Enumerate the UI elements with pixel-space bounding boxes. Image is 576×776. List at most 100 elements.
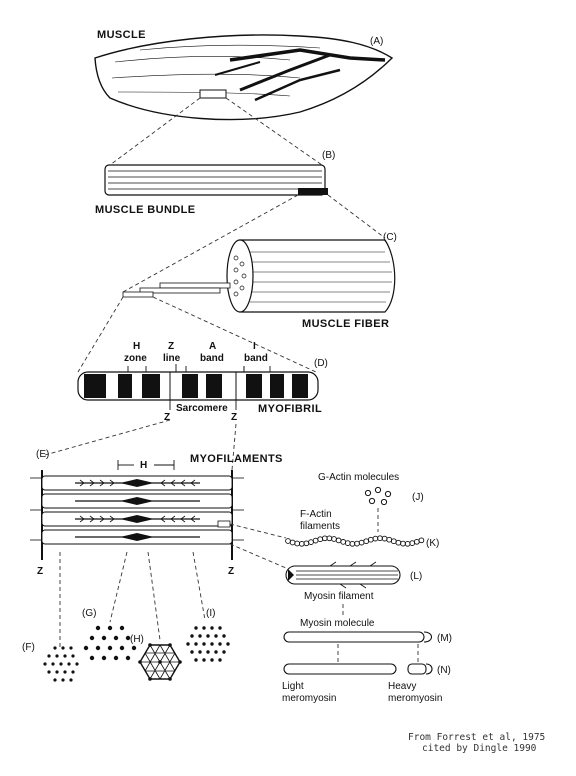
marker-e: (E) xyxy=(36,449,49,460)
label-z-right: Z xyxy=(231,412,237,423)
actin-bead xyxy=(312,537,319,544)
actin-bead xyxy=(381,535,388,542)
label-z-line-1: Z xyxy=(168,341,174,352)
marker-b: (B) xyxy=(322,150,335,161)
label-myofilaments: MYOFILAMENTS xyxy=(190,453,283,465)
actin-bead xyxy=(321,535,328,542)
label-f-actin-2: filaments xyxy=(300,521,340,532)
actin-bead xyxy=(372,535,379,542)
actin-bead xyxy=(349,540,356,547)
myosin-molecule-illustration xyxy=(283,631,433,643)
cross-section-h xyxy=(138,643,182,681)
connector-e-i xyxy=(192,551,206,621)
marker-f: (F) xyxy=(22,642,35,653)
actin-bead xyxy=(289,539,296,546)
actin-bead xyxy=(285,538,291,544)
g-actin-molecules xyxy=(364,486,392,506)
marker-a: (A) xyxy=(370,36,383,47)
actin-bead xyxy=(390,538,397,545)
marker-j: (J) xyxy=(412,492,424,503)
label-light-meromyosin-2: meromyosin xyxy=(282,693,336,704)
connector-c-d-left xyxy=(77,296,124,373)
label-i-band-2: band xyxy=(244,353,268,364)
citation-line-1: From Forrest et al, 1975 xyxy=(408,732,545,743)
label-z-left: Z xyxy=(164,412,170,423)
connector-e-l xyxy=(229,543,287,569)
label-muscle-fiber: MUSCLE FIBER xyxy=(302,318,389,330)
actin-bead xyxy=(363,538,370,545)
actin-bead xyxy=(404,540,411,547)
label-heavy-meromyosin-2: meromyosin xyxy=(388,693,442,704)
cross-section-f xyxy=(43,646,79,682)
marker-d: (D) xyxy=(314,358,328,369)
label-muscle: MUSCLE xyxy=(97,29,146,41)
label-muscle-bundle: MUSCLE BUNDLE xyxy=(95,204,196,216)
connector-e-k xyxy=(229,523,287,539)
marker-k: (K) xyxy=(426,538,439,549)
muscle-fiber-illustration xyxy=(122,239,396,313)
label-myosin-filament: Myosin filament xyxy=(304,591,374,602)
label-z-bottom-right: Z xyxy=(228,566,234,577)
connector-b-c-left xyxy=(122,194,299,293)
f-actin-filament xyxy=(285,535,425,547)
label-myofibril: MYOFIBRIL xyxy=(258,403,322,415)
connector-e-g xyxy=(109,551,128,623)
marker-c: (C) xyxy=(383,232,397,243)
actin-bead xyxy=(367,536,374,543)
label-h-zone-2: zone xyxy=(124,353,147,364)
muscle-bundle-illustration xyxy=(104,164,328,196)
label-i-band-1: I xyxy=(253,341,256,352)
actin-bead xyxy=(331,536,337,542)
marker-m: (M) xyxy=(437,633,452,644)
marker-i: (I) xyxy=(206,608,215,619)
whole-muscle-illustration xyxy=(94,34,394,121)
actin-bead xyxy=(409,540,416,546)
marker-g: (G) xyxy=(82,608,96,619)
label-g-actin: G-Actin molecules xyxy=(318,472,399,483)
label-h-zone-1: H xyxy=(133,341,140,352)
marker-n: (N) xyxy=(437,665,451,676)
connector-a-b-left xyxy=(109,97,201,166)
h-bracket xyxy=(117,460,175,470)
actin-bead xyxy=(413,538,420,545)
actin-bead xyxy=(308,539,314,545)
actin-bead xyxy=(386,536,393,543)
marker-l: (L) xyxy=(410,571,422,582)
cross-section-g xyxy=(83,625,137,661)
actin-bead xyxy=(377,535,383,542)
actin-bead xyxy=(294,540,301,547)
myosin-filament-illustration xyxy=(285,561,401,589)
actin-bead xyxy=(340,539,347,545)
label-a-band-1: A xyxy=(209,341,216,352)
actin-bead xyxy=(326,535,333,542)
connector-b-c-right xyxy=(327,194,386,239)
myofilaments-illustration xyxy=(30,470,244,560)
label-heavy-meromyosin-1: Heavy xyxy=(388,681,416,692)
connector-d-e-left xyxy=(44,419,171,456)
actin-bead xyxy=(344,540,351,546)
actin-bead xyxy=(358,539,365,546)
label-light-meromyosin-1: Light xyxy=(282,681,304,692)
label-sarcomere: Sarcomere xyxy=(176,403,228,414)
actin-bead xyxy=(418,537,425,544)
label-a-band-2: band xyxy=(200,353,224,364)
actin-bead xyxy=(395,539,402,546)
connector-e-h xyxy=(147,551,161,641)
connector-a-b-right xyxy=(225,97,323,166)
actin-bead xyxy=(317,536,324,543)
actin-bead xyxy=(303,540,310,547)
cross-section-i xyxy=(186,626,230,662)
citation-line-2: cited by Dingle 1990 xyxy=(422,743,537,754)
label-f-actin-1: F-Actin xyxy=(300,509,332,520)
myofibril-illustration xyxy=(77,364,319,410)
label-myosin-molecule: Myosin molecule xyxy=(300,618,375,629)
connector-d-e-right xyxy=(231,423,237,471)
connector-c-d-right xyxy=(152,296,317,373)
marker-h: (H) xyxy=(130,634,144,645)
actin-bead xyxy=(298,540,305,547)
actin-bead xyxy=(335,537,342,544)
label-z-line-2: line xyxy=(163,353,181,364)
meromyosin-illustration xyxy=(283,663,433,675)
actin-bead xyxy=(400,540,406,547)
